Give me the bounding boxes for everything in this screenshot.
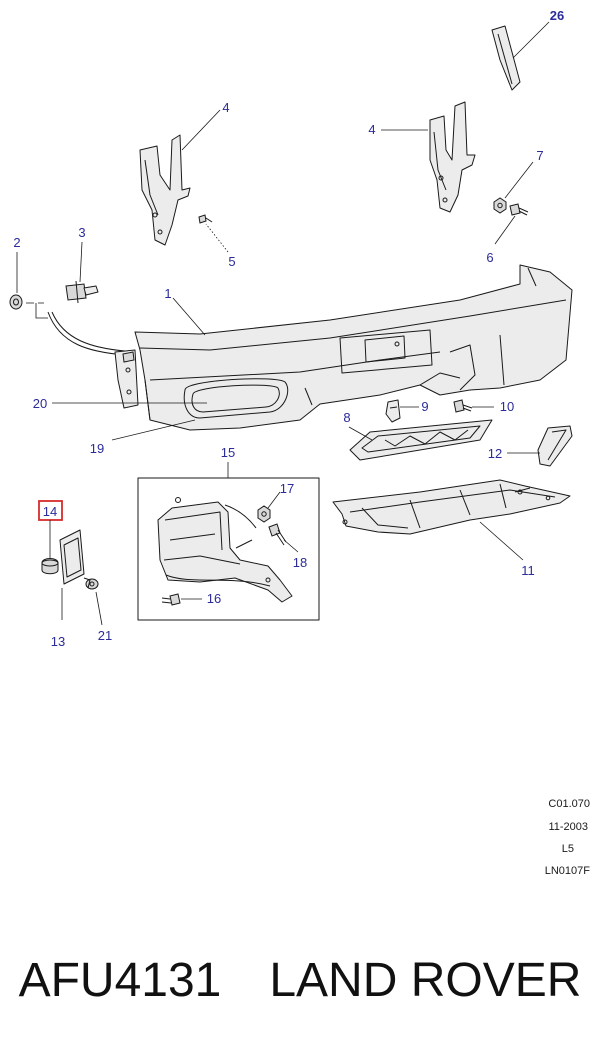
leader-26 (512, 21, 550, 59)
callout-19: 19 (90, 441, 104, 456)
brand-name: LAND ROVER (269, 953, 582, 1007)
callout-5: 5 (228, 254, 235, 269)
highlight-box-14[interactable] (38, 500, 63, 521)
parts-diagram: 26 4 4 7 6 5 2 (9, 8, 591, 877)
callout-26: 26 (550, 8, 564, 23)
callout-6: 6 (486, 250, 493, 265)
bumper-mount-block (114, 349, 139, 409)
part-9-clip (385, 399, 401, 423)
part-26-trim-strip (491, 25, 521, 91)
part-2-grommet (9, 294, 23, 310)
callout-14[interactable]: 14 (43, 504, 57, 519)
part-13-plate (59, 529, 85, 585)
part-7-nut (493, 197, 507, 214)
leader-3 (79, 241, 83, 283)
part-17-nut (257, 505, 271, 523)
callout-13: 13 (51, 634, 65, 649)
meta-date: 11-2003 (548, 821, 588, 833)
callout-16: 16 (207, 591, 221, 606)
sensor-cable (47, 311, 126, 356)
part-12-end-cap (537, 425, 573, 467)
callout-4-left: 4 (222, 100, 229, 115)
meta-line3: L5 (562, 843, 574, 855)
part-3-stud (65, 280, 99, 304)
callout-15: 15 (221, 445, 235, 460)
callout-4-right: 4 (368, 122, 375, 137)
leader-4-left (181, 109, 221, 151)
part-6-bolt (509, 203, 529, 216)
part-21-clip (83, 577, 99, 590)
callout-17: 17 (280, 481, 294, 496)
leader-18 (283, 539, 299, 553)
callout-12: 12 (488, 446, 502, 461)
part-10-screw (453, 399, 473, 413)
callout-10: 10 (500, 399, 514, 414)
callout-9: 9 (421, 399, 428, 414)
part-number: AFU4131 (18, 953, 222, 1007)
leader-11 (479, 521, 524, 561)
caption-bar: AFU4131 LAND ROVER (0, 940, 600, 1020)
leader-5 (205, 223, 229, 253)
part-14-plug (41, 558, 59, 575)
part-4-right-bracket (429, 101, 476, 213)
bracket-line (35, 303, 48, 319)
leader-6 (494, 215, 516, 245)
inset-tow-bracket (157, 497, 293, 603)
callout-20: 20 (33, 396, 47, 411)
inset-box-15 (137, 477, 320, 621)
meta-ref: LN0107F (545, 865, 591, 877)
part-20-lamp-recess (183, 378, 289, 419)
callout-1: 1 (164, 286, 171, 301)
part-8-panel (349, 419, 493, 461)
callout-7: 7 (536, 148, 543, 163)
part-4-left-bracket (139, 134, 191, 246)
leader-21 (95, 591, 103, 626)
leader-8 (348, 426, 373, 441)
leader-7 (504, 161, 534, 199)
callout-11: 11 (521, 563, 535, 578)
part-5-screw (198, 214, 213, 224)
part-11-undertray (332, 479, 571, 535)
callout-21: 21 (98, 628, 112, 643)
meta-section: C01.070 (548, 798, 590, 810)
callout-18: 18 (293, 555, 307, 570)
part-16-bolt (161, 593, 181, 606)
callout-3: 3 (78, 225, 85, 240)
part-18-bolt (268, 523, 287, 546)
callout-2: 2 (13, 235, 20, 250)
leader-19 (111, 419, 196, 441)
leader-1 (172, 297, 206, 336)
leader-17 (267, 491, 281, 509)
callout-8: 8 (343, 410, 350, 425)
